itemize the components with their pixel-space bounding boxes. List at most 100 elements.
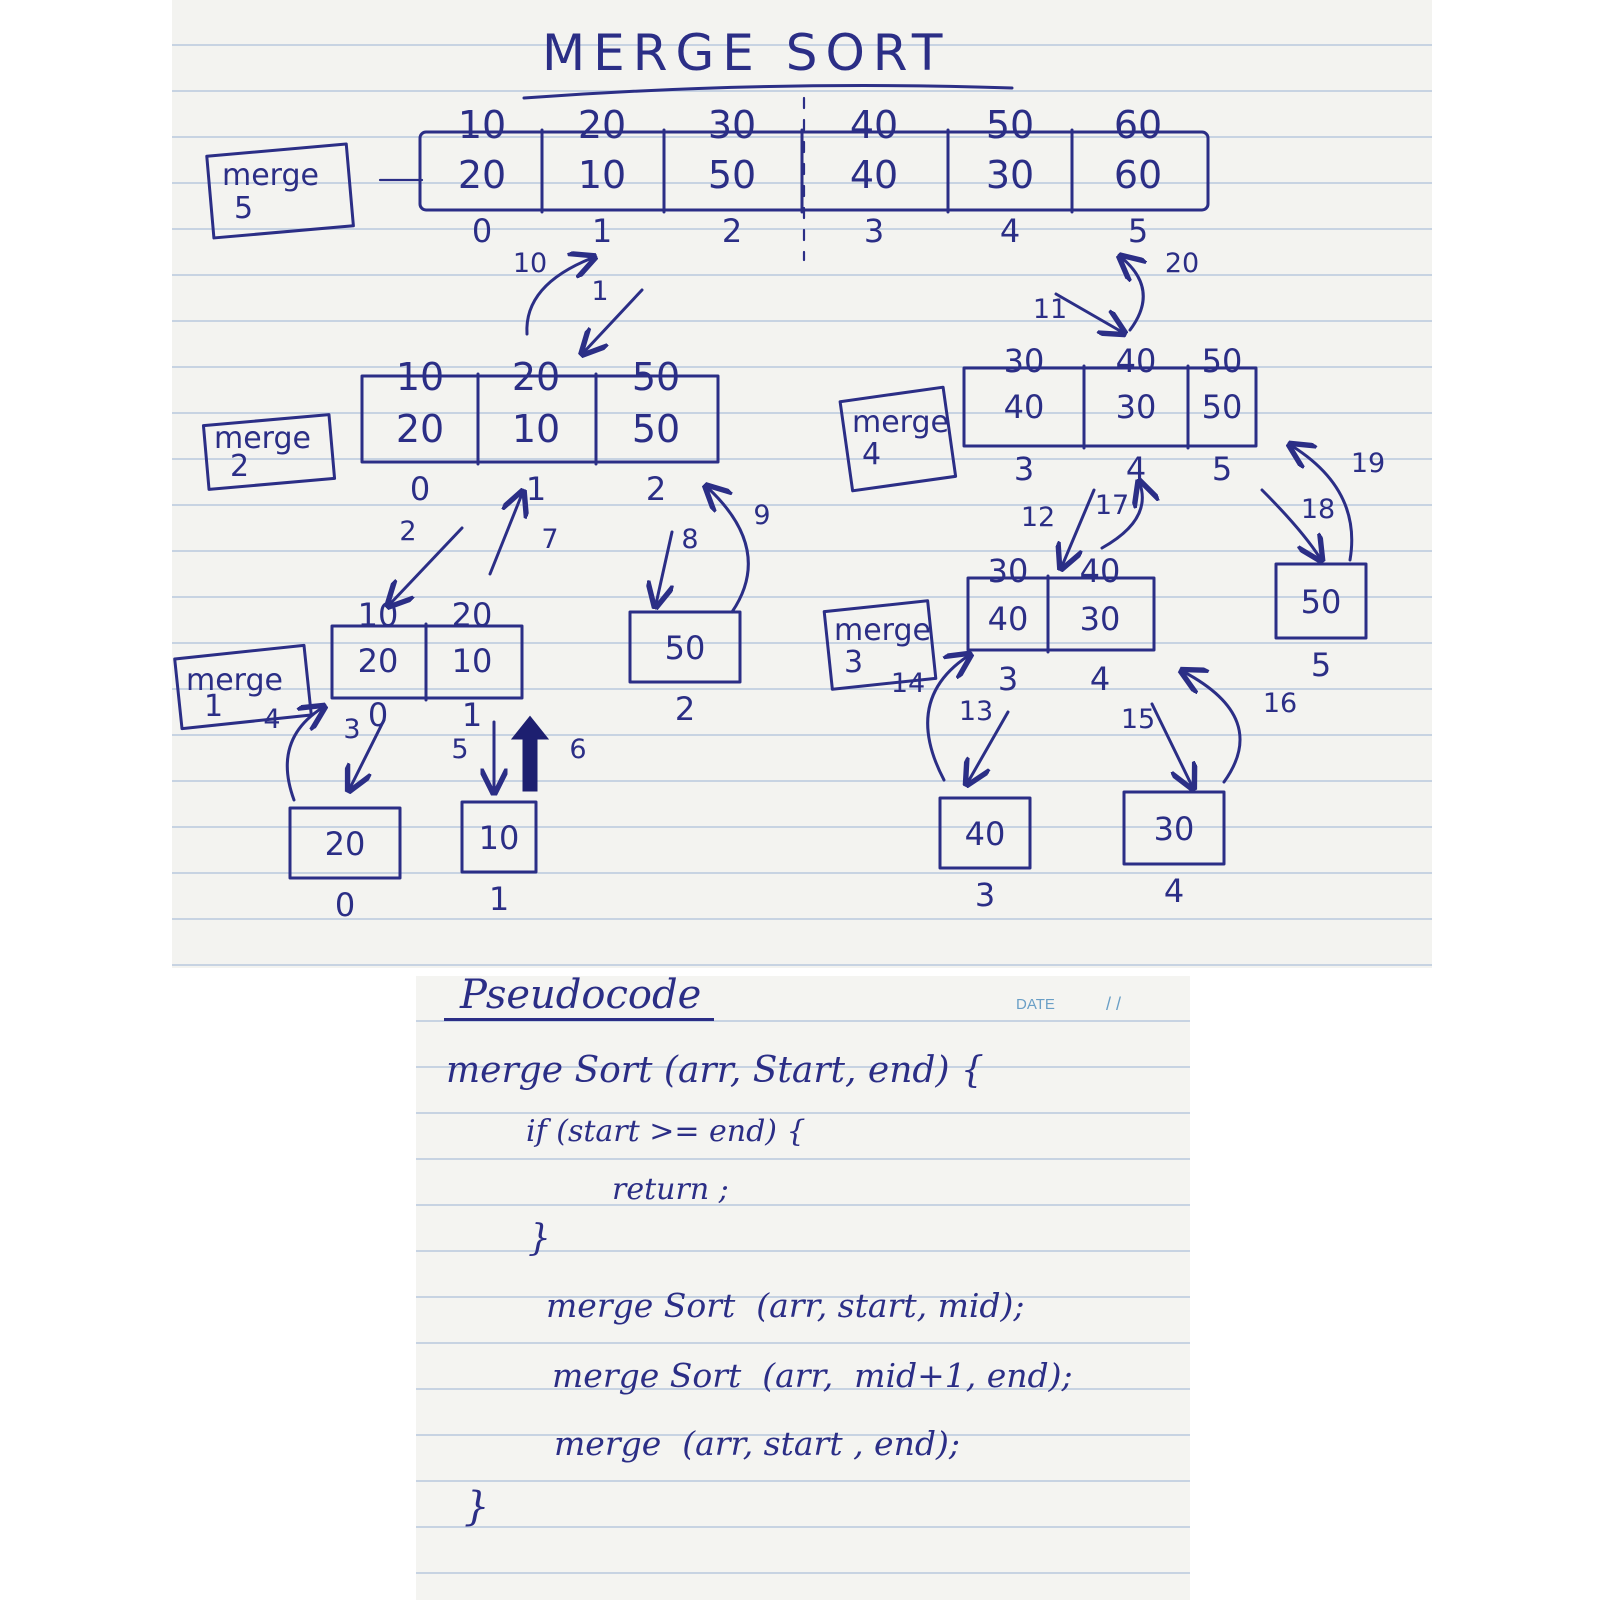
step-number: 4: [263, 704, 280, 735]
step-number: 2: [399, 516, 416, 547]
merge-1-label: merge: [186, 663, 283, 698]
arrow-step-13: [968, 710, 1010, 782]
arrow-step-8: [656, 530, 672, 604]
pseudocode-heading: Pseudocode: [460, 976, 702, 1018]
merge1-original-value: 10: [452, 642, 493, 680]
recursion-arrows: [285, 258, 1354, 802]
merge-4-label: merge: [852, 405, 949, 440]
merge4-sorted-value: 40: [1116, 342, 1157, 380]
merge5-sorted-value: 40: [850, 103, 898, 147]
merge-4-array-box: [962, 366, 1258, 448]
arrow-step-14: [926, 656, 968, 782]
merge2-index: 0: [410, 470, 430, 508]
arrow-step-12: [1062, 488, 1096, 566]
merge5-index: 2: [722, 212, 742, 250]
leaf-value: 50: [665, 629, 706, 667]
merge2-original-value: 20: [396, 407, 444, 451]
merge1-sorted-value: 20: [452, 596, 493, 634]
merge-5-array-box: [418, 130, 1210, 212]
step-number: 13: [959, 696, 993, 727]
merge4-index: 4: [1126, 450, 1146, 488]
code-line-5: merge Sort (arr, start, mid);: [546, 1286, 1025, 1325]
merge5-index: 0: [472, 212, 492, 250]
step-number: 12: [1021, 502, 1055, 533]
leaf-index: 0: [335, 886, 355, 924]
arrow-step-3: [350, 718, 386, 788]
merge-4-number: 4: [862, 437, 881, 472]
date-slashes: / /: [1106, 994, 1122, 1014]
merge5-sorted-value: 60: [1114, 103, 1162, 147]
step-number: 5: [451, 734, 468, 765]
merge4-original-value: 50: [1202, 388, 1243, 426]
arrow-step-16: [1184, 672, 1242, 784]
arrow-step-7: [488, 494, 522, 576]
leaf-index: 3: [975, 876, 995, 914]
step-number: 17: [1095, 490, 1129, 521]
pseudocode-photo: Pseudocode DATE / / merge Sort (arr, Sta…: [416, 976, 1190, 1600]
merge-1-label-box: [173, 643, 313, 731]
merge4-index: 3: [1014, 450, 1034, 488]
leaf-index: 5: [1311, 646, 1331, 684]
code-line-1: merge Sort (arr, Start, end) {: [446, 1050, 984, 1091]
code-line-4: }: [528, 1218, 551, 1259]
leaf-value: 40: [965, 815, 1006, 853]
arrow-step-1: [584, 288, 644, 352]
merge-5-label-box: [205, 142, 355, 240]
step-number: 15: [1121, 704, 1155, 735]
step-number: 11: [1033, 294, 1067, 325]
merge-2-array-box: [360, 374, 720, 464]
leaf-box: [628, 610, 742, 684]
step-number: 8: [681, 524, 698, 555]
merge5-index: 5: [1128, 212, 1148, 250]
merge5-sorted-value: 30: [708, 103, 756, 147]
merge3-sorted-value: 30: [988, 552, 1029, 590]
merge-sort-tree: MERGE SORT merge 5 102002010130502404035…: [173, 24, 1385, 924]
merge4-sorted-value: 30: [1004, 342, 1045, 380]
leaf-box: [460, 800, 538, 874]
leaf-index: 4: [1164, 872, 1184, 910]
merge-5-number: 5: [234, 191, 253, 226]
step-number: 3: [343, 714, 360, 745]
merge5-original-value: 10: [578, 153, 626, 197]
merge2-sorted-value: 50: [632, 355, 680, 399]
merge-3-number: 3: [844, 645, 863, 680]
leaf-value: 10: [479, 819, 520, 857]
step-number: 1: [591, 276, 608, 307]
merge-3-label-box: [822, 599, 938, 691]
merge3-original-value: 30: [1080, 600, 1121, 638]
merge3-index: 4: [1090, 660, 1110, 698]
merge5-original-value: 60: [1114, 153, 1162, 197]
leaf-value: 50: [1301, 583, 1342, 621]
diagram-title: MERGE SORT: [542, 24, 950, 82]
merge5-original-value: 30: [986, 153, 1034, 197]
merge1-original-value: 20: [358, 642, 399, 680]
merge2-sorted-value: 10: [396, 355, 444, 399]
merge5-index: 3: [864, 212, 884, 250]
merge5-index: 1: [592, 212, 612, 250]
arrow-step-6: [510, 715, 550, 792]
step-number: 9: [753, 500, 770, 531]
step-number: 6: [569, 734, 586, 765]
merge1-index: 0: [368, 696, 388, 734]
merge-2-number: 2: [230, 449, 249, 484]
heading-underline: [444, 1018, 714, 1021]
step-number: 16: [1263, 688, 1297, 719]
merge3-original-value: 40: [988, 600, 1029, 638]
arrow-step-19: [1292, 446, 1354, 562]
arrow-step-4: [285, 708, 322, 802]
merge4-sorted-value: 50: [1202, 342, 1243, 380]
merge-3-label: merge: [834, 613, 931, 648]
merge2-sorted-value: 20: [512, 355, 560, 399]
merge5-original-value: 20: [458, 153, 506, 197]
code-line-2: if (start >= end) {: [526, 1114, 806, 1149]
step-number: 19: [1351, 448, 1385, 479]
merge2-index: 1: [526, 470, 546, 508]
merge5-index: 4: [1000, 212, 1020, 250]
merge4-index: 5: [1212, 450, 1232, 488]
merge-4-label-box: [838, 385, 958, 493]
merge-1-number: 1: [204, 689, 223, 724]
merge5-sorted-value: 10: [458, 103, 506, 147]
